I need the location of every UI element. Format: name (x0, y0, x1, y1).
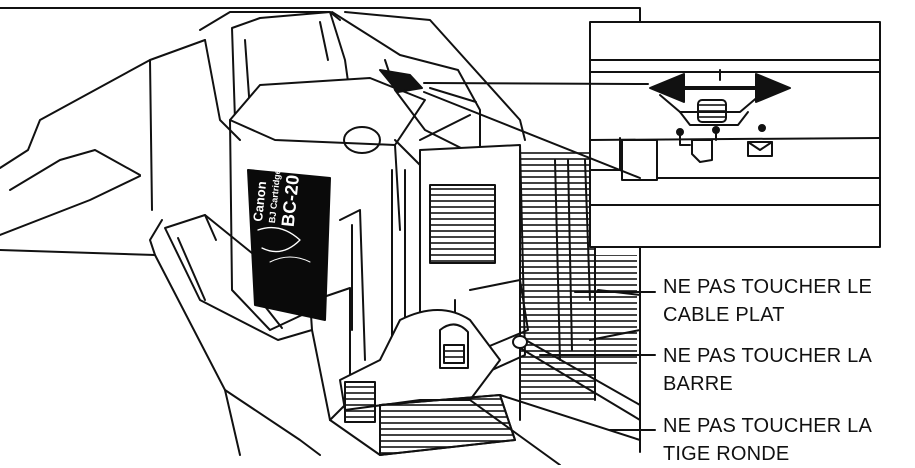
callout-bar-line2: BARRE (663, 373, 733, 395)
cartridge-label (247, 169, 331, 321)
ink-cartridge (229, 77, 426, 331)
printer-body (0, 7, 641, 456)
carriage-latch (331, 11, 481, 176)
callout-flat-cable-line2: CABLE PLAT (663, 304, 785, 326)
lever-inset (589, 21, 881, 248)
release-lever (329, 309, 641, 465)
callout-flat-cable-line1: NE PAS TOUCHER LE (663, 276, 873, 298)
paper-icon (691, 139, 713, 163)
callout-leaders (539, 291, 656, 431)
cartridge-brand: Canon (250, 180, 269, 222)
inset-connector (423, 82, 649, 179)
callout-round-rod-line2: TIGE RONDE (663, 443, 790, 465)
callout-bar-line1: NE PAS TOUCHER LA (663, 345, 873, 367)
callout-flat-cable: NE PAS TOUCHER LE CABLE PLAT (663, 273, 872, 329)
callout-round-rod-line1: NE PAS TOUCHER LA (663, 415, 873, 437)
callout-bar: NE PAS TOUCHER LA BARRE (663, 342, 872, 398)
round-rod (512, 335, 641, 421)
callout-round-rod: NE PAS TOUCHER LA TIGE RONDE (663, 412, 872, 468)
double-arrow-icon (649, 73, 791, 103)
